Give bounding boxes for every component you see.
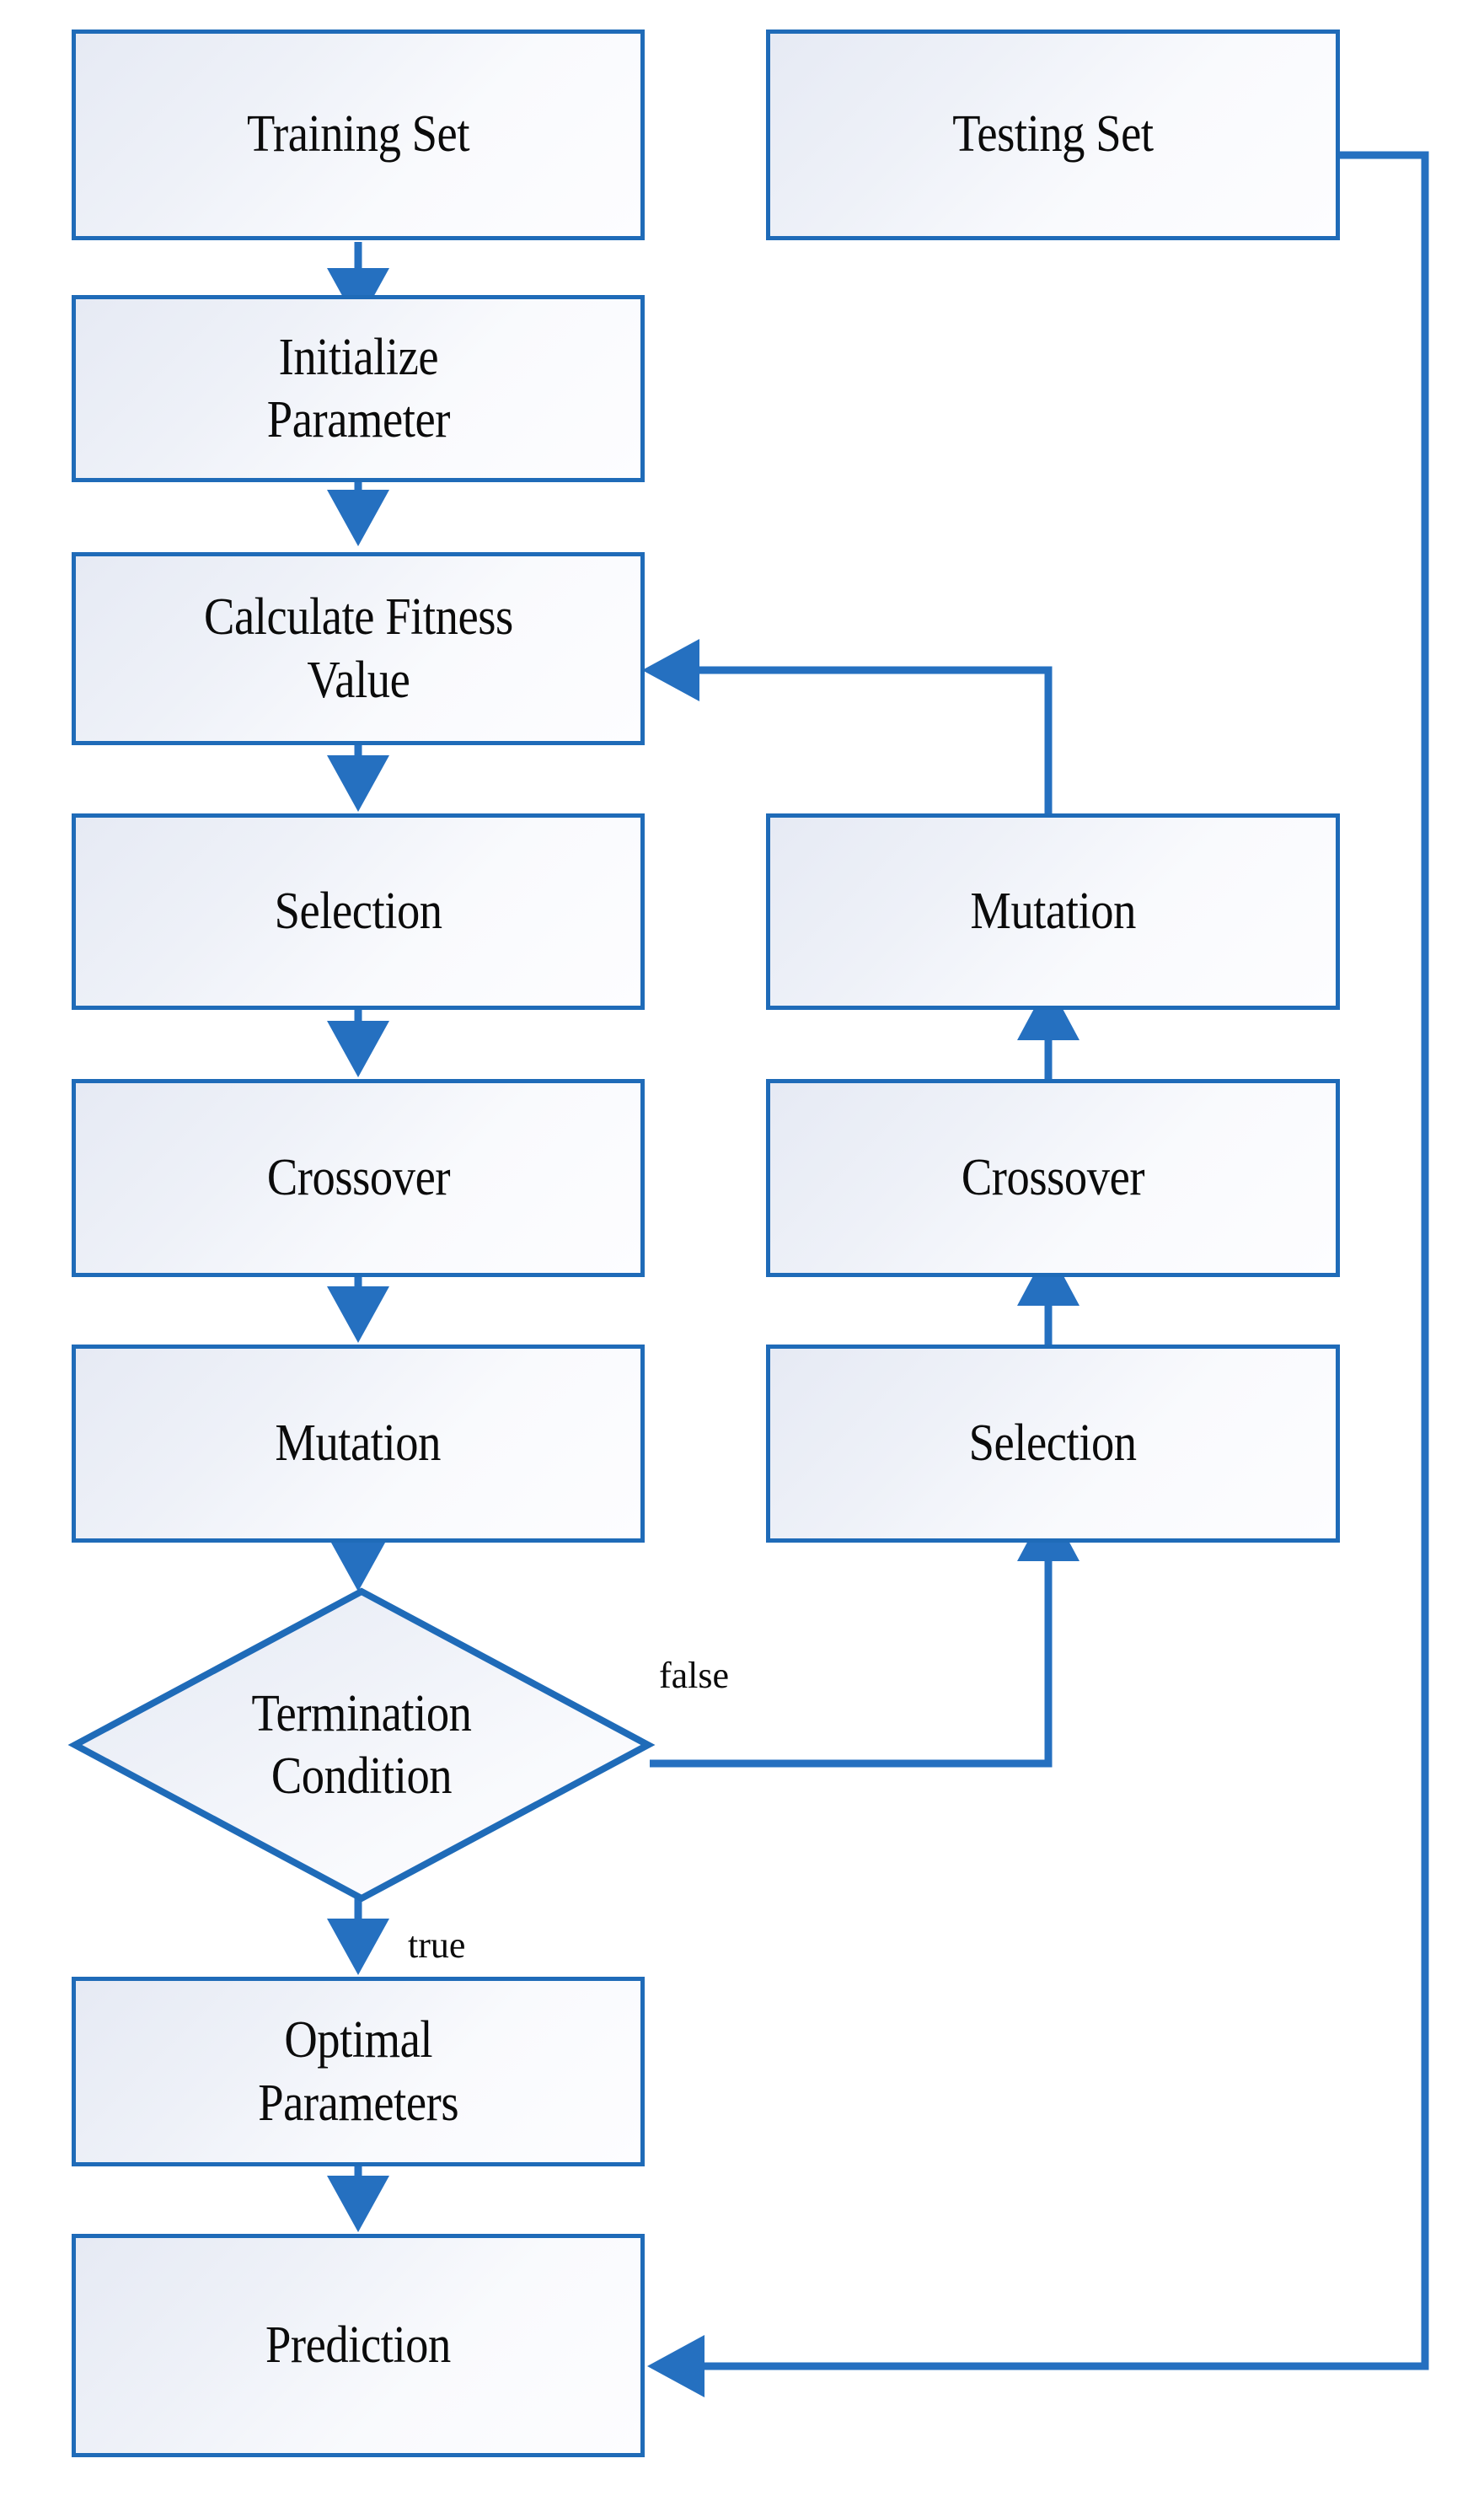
edge-mutation-right-to-fitness — [642, 639, 1053, 816]
edge-mutation-to-termination — [327, 1535, 389, 1592]
edge-termination-true-to-optimal — [327, 1898, 389, 1975]
node-initialize-parameter[interactable]: Initialize Parameter — [72, 295, 645, 482]
node-optimal-parameters[interactable]: Optimal Parameters — [72, 1977, 645, 2166]
node-initialize-parameter-label: Initialize Parameter — [266, 328, 450, 448]
node-testing-set-label: Testing Set — [952, 105, 1154, 164]
edge-fitness-to-selection — [327, 745, 389, 812]
node-prediction[interactable]: Prediction — [72, 2234, 645, 2457]
node-prediction-label: Prediction — [265, 2316, 451, 2374]
node-termination-condition[interactable]: Termination Condition — [67, 1587, 656, 1903]
node-selection-right[interactable]: Selection — [766, 1345, 1340, 1543]
edge-crossover-to-mutation-left — [327, 1277, 389, 1343]
edge-selection-to-crossover-left — [327, 1010, 389, 1077]
node-training-set-label: Training Set — [246, 105, 470, 164]
node-mutation-right-label: Mutation — [970, 882, 1136, 940]
node-selection-right-label: Selection — [968, 1414, 1138, 1472]
node-crossover-right-label: Crossover — [961, 1148, 1145, 1206]
edge-initialize-to-fitness — [327, 482, 389, 546]
edge-label-false: false — [659, 1655, 730, 1696]
node-crossover-left[interactable]: Crossover — [72, 1079, 645, 1277]
node-mutation-left[interactable]: Mutation — [72, 1345, 645, 1543]
node-selection-left[interactable]: Selection — [72, 813, 645, 1010]
node-selection-left-label: Selection — [274, 882, 442, 940]
node-mutation-right[interactable]: Mutation — [766, 813, 1340, 1010]
node-testing-set[interactable]: Testing Set — [766, 30, 1340, 240]
node-calculate-fitness-value-label: Calculate Fitness Value — [203, 588, 513, 709]
node-calculate-fitness-value[interactable]: Calculate Fitness Value — [72, 552, 645, 745]
node-training-set[interactable]: Training Set — [72, 30, 645, 240]
node-mutation-left-label: Mutation — [275, 1414, 442, 1472]
edge-optimal-to-prediction — [327, 2166, 389, 2232]
diamond-shape — [67, 1587, 656, 1903]
edge-label-true: true — [408, 1924, 466, 1966]
node-crossover-right[interactable]: Crossover — [766, 1079, 1340, 1277]
node-termination-condition-label: Termination Condition — [251, 1684, 472, 1805]
node-crossover-left-label: Crossover — [266, 1148, 450, 1206]
node-optimal-parameters-label: Optimal Parameters — [258, 2011, 458, 2132]
